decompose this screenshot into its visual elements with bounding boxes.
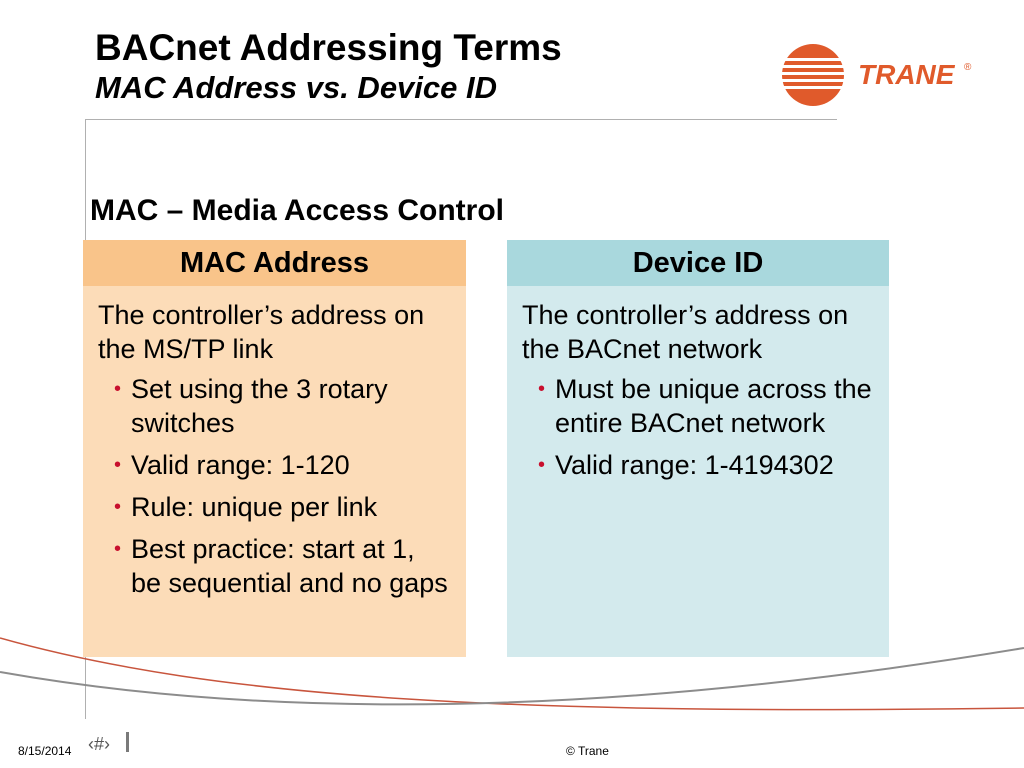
footer-copyright: © Trane: [566, 744, 609, 758]
footer-page-number: ‹#›: [88, 734, 110, 754]
bullet-icon: •: [538, 378, 546, 400]
mac-address-body: The controller’s address on the MS/TP li…: [83, 286, 466, 600]
list-item: •Set using the 3 rotary switches: [114, 374, 388, 438]
decorative-swoosh-lines: [0, 637, 1024, 711]
registered-mark: ®: [964, 62, 972, 73]
bullet-icon: •: [538, 454, 546, 476]
mac-address-panel: MAC Address The controller’s address on …: [83, 240, 466, 657]
footer-date: 8/15/2014: [18, 744, 72, 758]
device-id-bullet-list: •Must be unique across the entire BACnet…: [522, 372, 875, 482]
bullet-icon: •: [114, 538, 122, 560]
list-item: •Valid range: 1-4194302: [538, 450, 834, 480]
mac-address-bullet-list: •Set using the 3 rotary switches •Valid …: [98, 372, 452, 600]
title-divider: [85, 119, 837, 120]
trane-circle-logo-icon: [782, 44, 844, 106]
bullet-icon: •: [114, 496, 122, 518]
section-heading: MAC – Media Access Control: [90, 194, 504, 227]
device-id-body: The controller’s address on the BACnet n…: [507, 286, 889, 482]
slide-title: BACnet Addressing Terms: [95, 27, 562, 68]
bullet-icon: •: [114, 454, 122, 476]
list-item: •Rule: unique per link: [114, 492, 378, 522]
bullet-icon: •: [114, 378, 122, 400]
mac-address-header: MAC Address: [83, 240, 466, 286]
trane-wordmark: TRANE: [858, 59, 956, 90]
device-id-panel: Device ID The controller’s address on th…: [507, 240, 889, 657]
device-id-header: Device ID: [507, 240, 889, 286]
device-id-lead: The controller’s address on the BACnet n…: [522, 300, 849, 364]
footer-divider: [126, 732, 129, 752]
list-item: •Best practice: start at 1, be sequentia…: [114, 534, 448, 598]
trane-logo: TRANE ®: [782, 44, 972, 106]
slide-subtitle: MAC Address vs. Device ID: [95, 70, 498, 105]
list-item: •Must be unique across the entire BACnet…: [538, 374, 872, 438]
list-item: •Valid range: 1-120: [114, 450, 350, 480]
mac-address-lead: The controller’s address on the MS/TP li…: [98, 300, 425, 364]
